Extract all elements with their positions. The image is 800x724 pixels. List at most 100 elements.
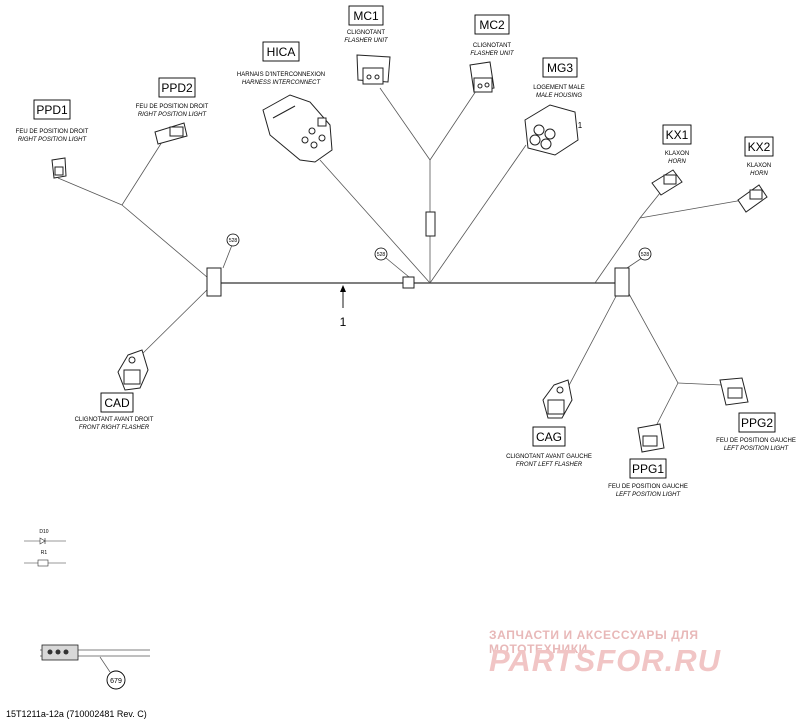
connector-label-cag: CAG CLIGNOTANT AVANT GAUCHE FRONT LEFT F… [506, 426, 592, 468]
connector-label-ppd1: PPD1 FEU DE POSITION DROIT RIGHT POSITIO… [16, 99, 89, 143]
svg-text:FLASHER UNIT: FLASHER UNIT [470, 51, 515, 57]
svg-text:FLASHER UNIT: FLASHER UNIT [344, 38, 389, 44]
watermark-tagline: ЗАПЧАСТИ И АКСЕССУАРЫ ДЛЯ МОТОТЕХНИКИ [489, 628, 699, 656]
svg-text:RIGHT POSITION LIGHT: RIGHT POSITION LIGHT [138, 112, 208, 118]
wire-left-lower-trunk [622, 282, 679, 384]
legend-resistor: R1 [24, 550, 66, 567]
wire-horn-trunk [594, 217, 641, 284]
connector-hica-icon [262, 94, 333, 163]
svg-text:CLIGNOTANT: CLIGNOTANT [473, 43, 512, 49]
connector-label-ppg2: PPG2 FEU DE POSITION GAUCHE LEFT POSITIO… [716, 412, 796, 452]
svg-text:HARNAIS D'INTERCONNEXION: HARNAIS D'INTERCONNEXION [237, 72, 325, 78]
svg-text:KLAXON: KLAXON [665, 151, 689, 157]
svg-text:FRONT LEFT FLASHER: FRONT LEFT FLASHER [516, 462, 583, 468]
connector-kx2-icon [737, 184, 768, 213]
svg-text:KX2: KX2 [748, 140, 771, 154]
connector-label-ppd2: PPD2 FEU DE POSITION DROIT RIGHT POSITIO… [136, 77, 209, 118]
connector-mc2-icon [469, 61, 495, 93]
callout-leader-2 [385, 257, 410, 278]
connector-label-kx2: KX2 KLAXON HORN [744, 136, 774, 177]
wire-ppg2 [677, 382, 723, 386]
connector-label-ppg1: PPG1 FEU DE POSITION GAUCHE LEFT POSITIO… [608, 458, 688, 498]
svg-text:HORN: HORN [668, 159, 686, 165]
svg-text:MG3: MG3 [547, 61, 573, 75]
drawing-reference: 15T1211a-12a (710002481 Rev. C) [6, 709, 147, 719]
svg-text:CLIGNOTANT: CLIGNOTANT [347, 30, 386, 36]
svg-text:D10: D10 [39, 529, 48, 535]
svg-text:MC1: MC1 [353, 9, 379, 23]
svg-text:528: 528 [229, 238, 238, 244]
svg-text:PPD2: PPD2 [161, 81, 193, 95]
legend-diode: D10 [24, 529, 66, 545]
callout-528-c: 528 [638, 247, 652, 261]
svg-text:CLIGNOTANT AVANT GAUCHE: CLIGNOTANT AVANT GAUCHE [506, 454, 592, 460]
svg-text:MC2: MC2 [479, 18, 505, 32]
wire-ppg1 [654, 382, 679, 429]
svg-text:PPG2: PPG2 [741, 416, 773, 430]
connector-mc1-icon [356, 54, 391, 85]
svg-text:FEU DE POSITION GAUCHE: FEU DE POSITION GAUCHE [716, 438, 796, 444]
svg-text:LEFT POSITION LIGHT: LEFT POSITION LIGHT [616, 492, 682, 498]
svg-text:FEU DE POSITION GAUCHE: FEU DE POSITION GAUCHE [608, 484, 688, 490]
wire-kx1 [639, 192, 661, 219]
connector-label-mc1: MC1 CLIGNOTANT FLASHER UNIT [344, 5, 389, 44]
wire-mc1 [379, 87, 431, 161]
wire-ppd1 [57, 177, 123, 206]
connector-ppd2-icon [154, 122, 188, 145]
svg-text:FRONT RIGHT FLASHER: FRONT RIGHT FLASHER [79, 425, 150, 431]
connector-ppd1-icon [51, 157, 67, 179]
harness-sleeve [425, 211, 436, 237]
callout-528-b: 528 [374, 247, 388, 261]
callout-528-a: 528 [226, 233, 240, 247]
part-number-arrow: 1 [340, 285, 347, 329]
svg-text:KX1: KX1 [666, 128, 689, 142]
svg-text:FEU DE POSITION DROIT: FEU DE POSITION DROIT [16, 129, 89, 135]
connector-label-kx1: KX1 KLAXON HORN [662, 124, 692, 165]
connector-mg3-icon: 1 [524, 104, 583, 156]
wires [57, 87, 744, 429]
callout-leader-1 [222, 244, 233, 269]
svg-text:FEU DE POSITION DROIT: FEU DE POSITION DROIT [136, 104, 209, 110]
svg-text:CAD: CAD [104, 396, 130, 410]
harness-band-left [614, 267, 630, 297]
svg-text:PPD1: PPD1 [36, 103, 68, 117]
connector-label-cad: CAD CLIGNOTANT AVANT DROIT FRONT RIGHT F… [75, 392, 154, 431]
connector-cag-icon [542, 379, 573, 419]
svg-text:679: 679 [110, 678, 122, 685]
svg-text:CLIGNOTANT AVANT DROIT: CLIGNOTANT AVANT DROIT [75, 417, 154, 423]
connector-ppg2-icon [719, 377, 749, 406]
svg-text:LEFT POSITION LIGHT: LEFT POSITION LIGHT [724, 446, 790, 452]
svg-text:528: 528 [377, 252, 386, 258]
svg-text:RIGHT POSITION LIGHT: RIGHT POSITION LIGHT [18, 137, 88, 143]
connector-label-mg3: MG3 LOGEMENT MALE MALE HOUSING [533, 57, 585, 99]
watermark-logo: PARTSFOR.RU [489, 643, 722, 678]
wire-kx2 [639, 199, 744, 219]
wire-ppd2 [121, 141, 163, 206]
wire-hica [319, 159, 431, 284]
svg-text:KLAXON: KLAXON [747, 163, 771, 169]
wire-right-upper-trunk [121, 204, 215, 284]
wire-mg3 [429, 144, 527, 284]
harness-band-right [206, 267, 222, 297]
splice-detail: 679 [40, 644, 150, 690]
wire-mc2 [429, 87, 479, 161]
part-number: 1 [340, 315, 347, 329]
callout-leader-3 [626, 257, 643, 269]
svg-text:MALE HOUSING: MALE HOUSING [536, 93, 582, 99]
svg-text:HARNESS INTERCONNECT: HARNESS INTERCONNECT [242, 80, 322, 86]
connector-cad-icon [117, 349, 149, 391]
connector-label-hica: HICA HARNAIS D'INTERCONNEXION HARNESS IN… [237, 41, 325, 86]
svg-text:LOGEMENT MALE: LOGEMENT MALE [533, 85, 585, 91]
mg3-pin-label: 1 [578, 121, 583, 130]
svg-text:528: 528 [641, 252, 650, 258]
harness-clip-center [402, 276, 415, 289]
wire-cad [137, 282, 215, 359]
svg-text:R1: R1 [41, 550, 48, 556]
svg-text:CAG: CAG [536, 430, 562, 444]
connector-ppg1-icon [637, 423, 665, 453]
svg-text:PPG1: PPG1 [632, 462, 664, 476]
svg-text:HICA: HICA [267, 45, 296, 59]
connector-kx1-icon [651, 169, 683, 196]
connector-label-mc2: MC2 CLIGNOTANT FLASHER UNIT [470, 14, 515, 57]
